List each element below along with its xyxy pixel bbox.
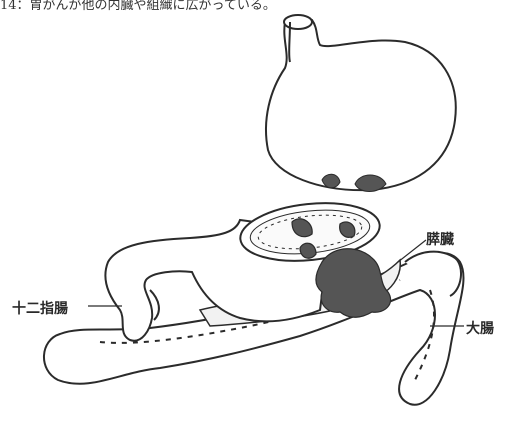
label-pancreas: 膵臓 — [426, 229, 454, 249]
upper-stomach — [266, 15, 456, 190]
label-duodenum: 十二指腸 — [12, 298, 68, 318]
label-colon: 大腸 — [466, 318, 494, 338]
